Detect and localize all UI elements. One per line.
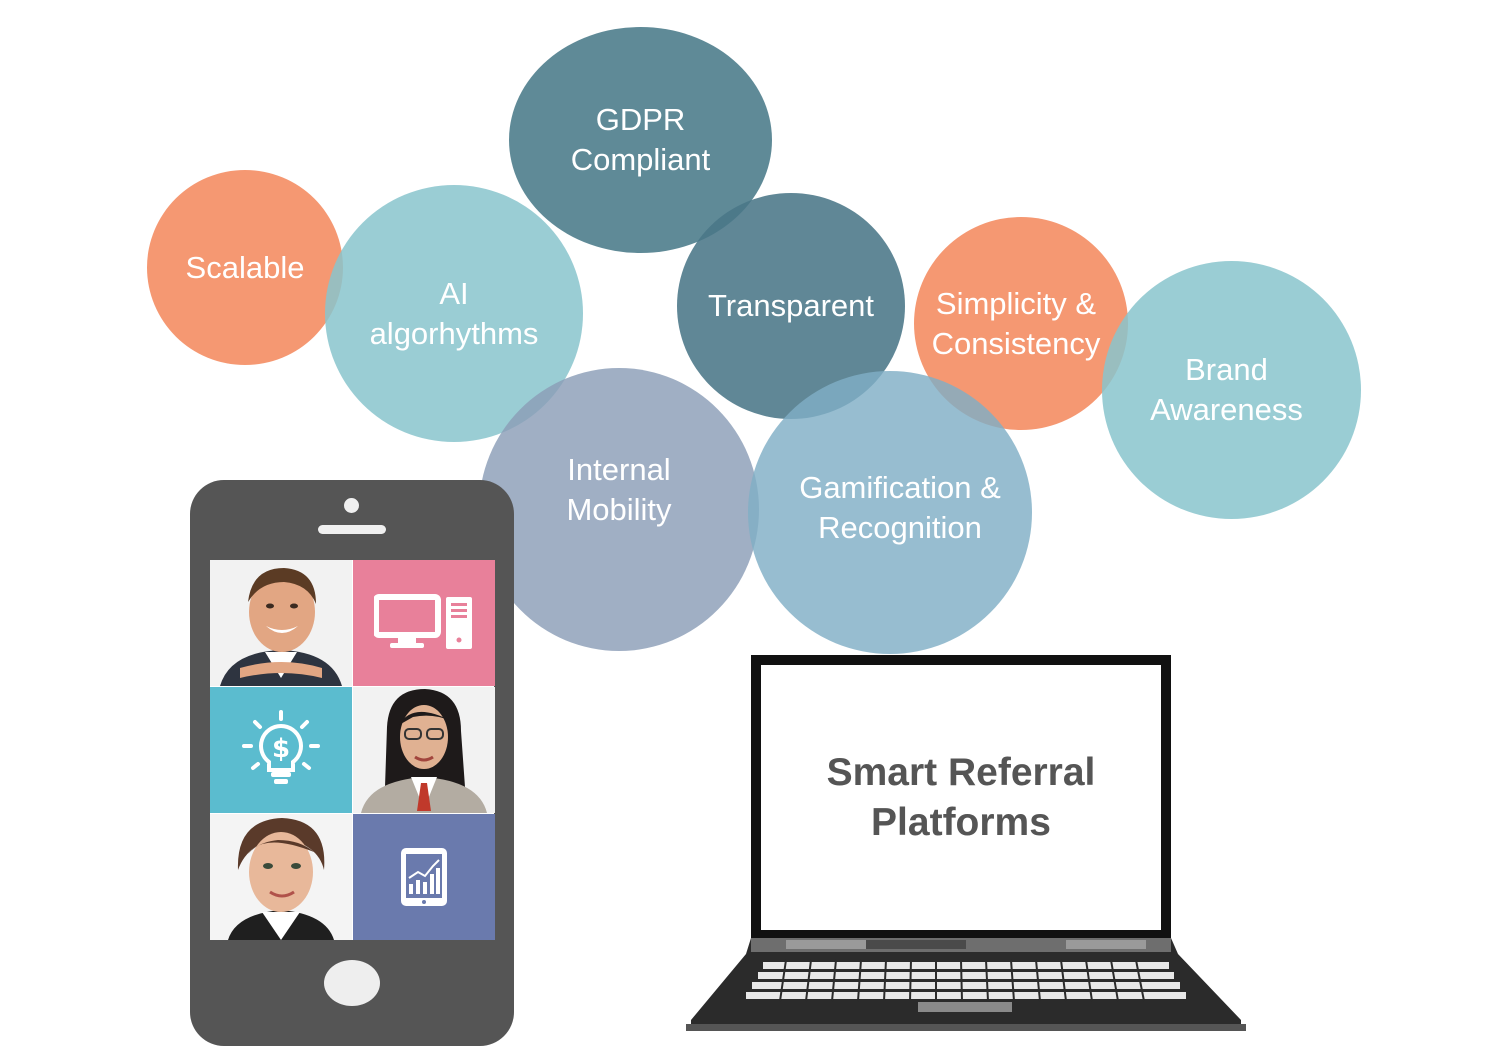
tablet-chart-icon-tile (353, 814, 495, 940)
phone-home-button (324, 960, 380, 1006)
laptop-screen: Smart Referral Platforms (761, 665, 1161, 930)
computer-icon (374, 594, 472, 649)
man-photo (210, 560, 352, 686)
bubble-simplicity-label: Simplicity & Consistency (931, 285, 1101, 361)
woman-glasses-photo (353, 687, 495, 813)
bubble-internal-mobility: Internal Mobility (479, 368, 759, 651)
bubble-scalable: Scalable (147, 170, 343, 365)
idea-dollar-icon-tile: $ (210, 687, 352, 813)
bubble-gdpr-compliant: GDPR Compliant (509, 27, 772, 253)
bubble-transparent-label: Transparent (708, 288, 874, 323)
bubble-internal-label: Internal Mobility (566, 451, 672, 527)
woman-photo (210, 814, 352, 940)
bubble-brand-label: Brand Awareness (1150, 352, 1303, 427)
tablet-chart-icon (401, 848, 447, 906)
smartphone: $ (190, 480, 514, 1046)
laptop-title: Smart Referral Platforms (826, 750, 1096, 844)
phone-camera (344, 498, 359, 513)
bubble-gamification-recognition: Gamification & Recognition (748, 371, 1032, 654)
svg-text:$: $ (272, 734, 290, 764)
bubble-ai-label: AI algorhythms (369, 275, 539, 351)
laptop-keyboard-base (686, 938, 1246, 1031)
laptop-lid: Smart Referral Platforms (751, 655, 1171, 940)
bubble-brand-awareness: Brand Awareness (1102, 261, 1361, 519)
phone-speaker (318, 525, 386, 534)
bubble-gdpr-label: GDPR Compliant (570, 102, 711, 177)
bubble-gamification-label: Gamification & Recognition (799, 469, 1001, 545)
lightbulb-dollar-icon: $ (242, 710, 320, 784)
phone-screen: $ (210, 560, 495, 940)
bubble-scalable-label: Scalable (185, 249, 305, 285)
computer-icon-tile (353, 560, 495, 686)
